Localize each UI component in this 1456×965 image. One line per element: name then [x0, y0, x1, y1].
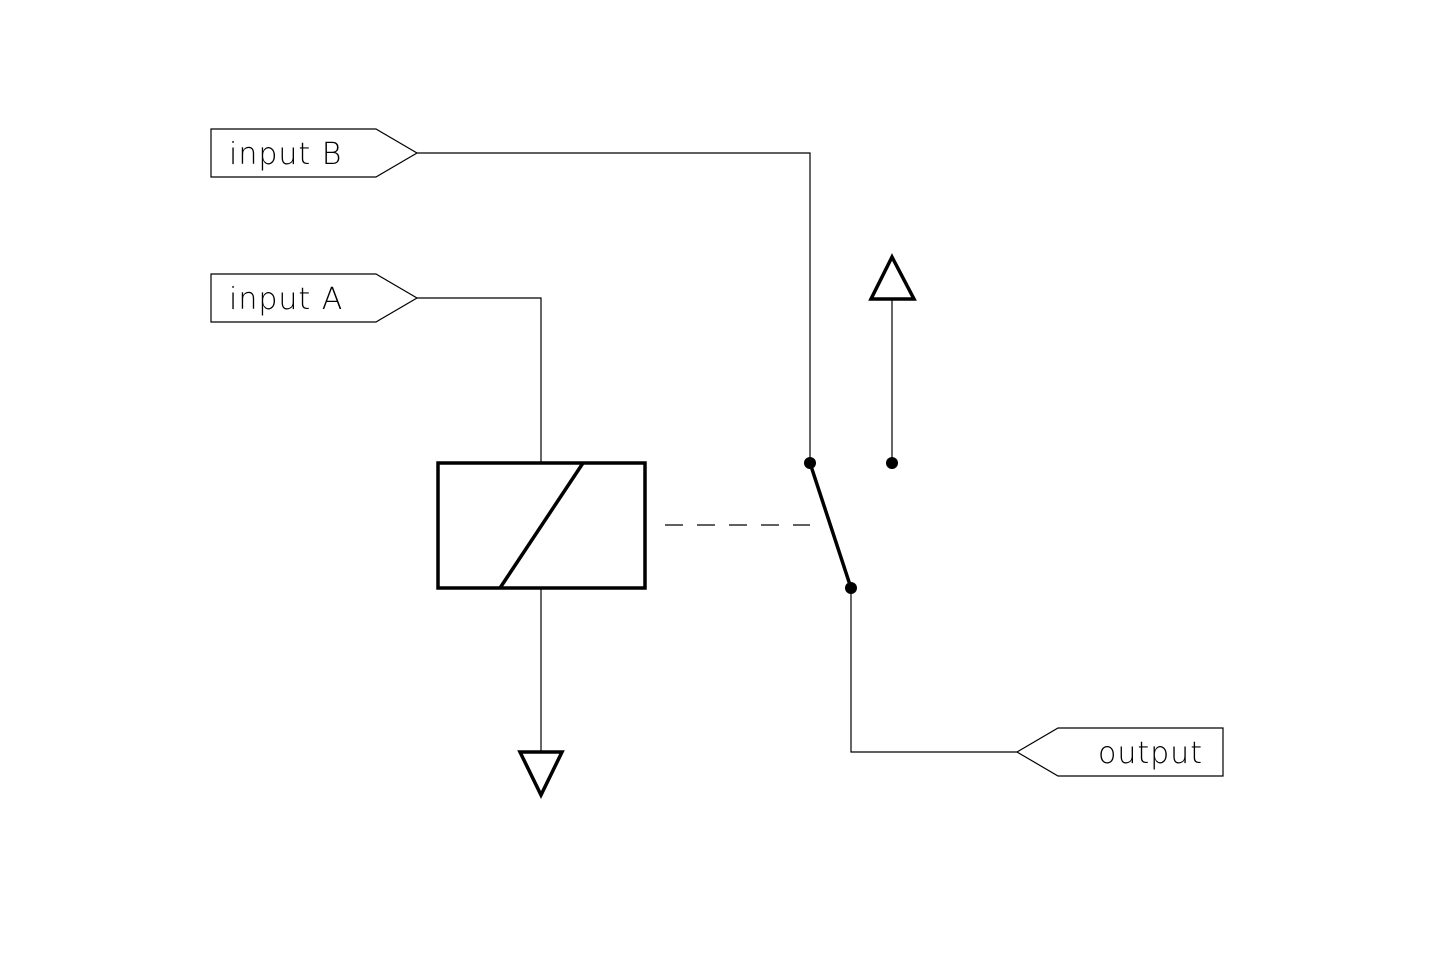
- relay-coil: [436, 461, 647, 590]
- relay-coil-slash: [498, 462, 585, 589]
- relay-coil-box: [436, 461, 647, 590]
- wire-output: [850, 588, 1017, 753]
- ground-triangle-icon: [517, 750, 565, 799]
- port-input-b-shape: [210, 128, 419, 178]
- supply-triangle-icon: [868, 253, 917, 301]
- port-output-shape: [1015, 727, 1224, 777]
- port-input-b: input B: [210, 128, 419, 178]
- relay-switch: [804, 457, 898, 594]
- port-output-label: output: [1098, 736, 1203, 771]
- wire-input-a: [417, 297, 542, 463]
- port-output: output: [1015, 727, 1224, 777]
- switch-common: [845, 582, 857, 594]
- port-input-a: input A: [210, 273, 419, 323]
- switch-blade: [808, 462, 853, 589]
- switch-contact-b: [804, 457, 816, 469]
- port-input-a-shape: [210, 273, 419, 323]
- switch-contact-supply: [886, 457, 898, 469]
- wire-input-b: [417, 152, 811, 463]
- port-input-a-label: input A: [229, 282, 343, 317]
- port-input-b-label: input B: [229, 137, 342, 172]
